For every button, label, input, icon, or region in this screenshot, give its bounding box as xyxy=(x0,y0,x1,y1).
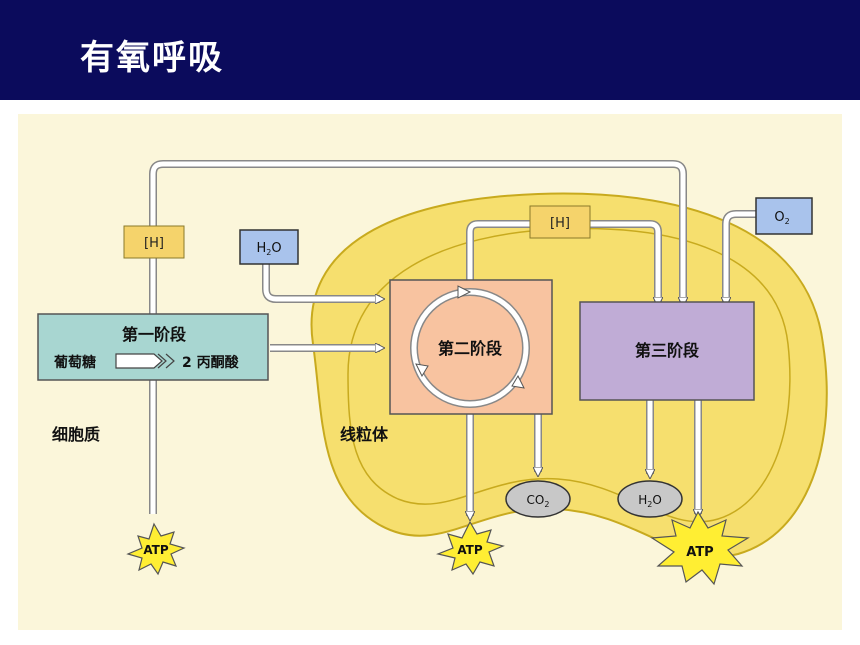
stage1-box xyxy=(37,313,269,381)
atp-label-3: ATP xyxy=(686,545,713,560)
oxygen-label: O2 xyxy=(774,210,789,226)
aerobic-respiration-diagram: [H] [H] H2O O2 第一阶段 葡萄糖 2 丙酮酸 第二阶段 第三阶段 … xyxy=(37,160,828,586)
water-out-oval xyxy=(617,480,683,518)
h-box-top-label: [H] xyxy=(550,216,570,231)
stage1-title: 第一阶段 xyxy=(122,325,187,344)
cytoplasm-label: 细胞质 xyxy=(52,425,100,444)
diagram-canvas: [H] [H] H2O O2 第一阶段 葡萄糖 2 丙酮酸 第二阶段 第三阶段 … xyxy=(18,114,842,630)
h-box-left-label: [H] xyxy=(144,236,164,251)
atp-label-2: ATP xyxy=(457,543,483,557)
cristae xyxy=(347,227,791,523)
water-in-label: H2O xyxy=(256,241,281,257)
h-box-top xyxy=(529,205,591,239)
stage2-label: 第二阶段 xyxy=(438,339,503,358)
glucose-to-pyruvate-chevrons xyxy=(115,353,175,369)
water-out-label: H2O xyxy=(638,493,662,509)
atp-label-1: ATP xyxy=(143,543,169,557)
stage3-label: 第三阶段 xyxy=(635,341,700,360)
title-bar: 有氧呼吸 xyxy=(0,0,860,100)
page-title: 有氧呼吸 xyxy=(80,38,224,78)
mitochondrion-label: 线粒体 xyxy=(340,425,389,444)
oxygen-box xyxy=(755,197,813,235)
co2-label: CO2 xyxy=(527,493,550,509)
h-box-left xyxy=(123,225,185,259)
atp-star-3 xyxy=(650,510,750,586)
water-in-box xyxy=(239,229,299,265)
co2-oval xyxy=(505,480,571,518)
atp-star-2 xyxy=(436,520,505,576)
krebs-cycle-ring xyxy=(410,285,530,408)
pyruvate-label: 2 丙酮酸 xyxy=(182,354,240,371)
atp-star-1 xyxy=(126,522,186,576)
stage3-box xyxy=(579,301,755,401)
glucose-label: 葡萄糖 xyxy=(53,354,96,371)
